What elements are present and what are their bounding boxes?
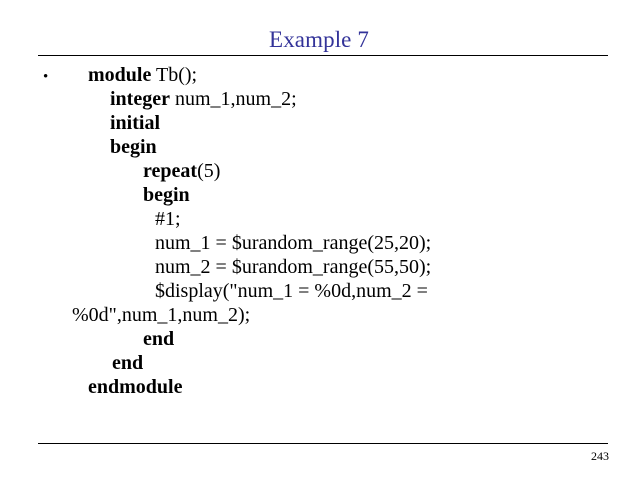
code-line: begin [0,135,638,159]
code-plain: num_1 = $urandom_range(25,20); [155,232,432,254]
code-keyword: endmodule [88,376,183,398]
code-text: begin [110,135,157,159]
page-number: 243 [591,449,609,463]
header-divider [38,55,608,56]
code-plain: Tb(); [151,64,198,86]
code-text: end [143,327,174,351]
code-text: %0d",num_1,num_2); [72,303,250,327]
code-plain: #1; [155,208,181,230]
code-plain: %0d",num_1,num_2); [72,304,251,326]
code-line: end [0,327,638,351]
code-plain: num_2 = $urandom_range(55,50); [155,256,432,278]
code-keyword: end [112,352,144,374]
code-text: $display("num_1 = %0d,num_2 = [155,279,428,303]
code-plain: $display("num_1 = %0d,num_2 = [155,280,428,302]
code-text: num_1 = $urandom_range(25,20); [155,231,431,255]
code-line: initial [0,111,638,135]
code-line: num_2 = $urandom_range(55,50); [0,255,638,279]
page-title: Example 7 [269,27,369,52]
code-plain: num_1,num_2; [169,88,297,110]
code-line: endmodule [0,375,638,399]
code-text: integer num_1,num_2; [110,87,297,111]
code-line: #1; [0,207,638,231]
code-keyword: end [143,328,175,350]
code-line: num_1 = $urandom_range(25,20); [0,231,638,255]
code-block: module Tb();integer num_1,num_2;initialb… [0,63,638,399]
footer-divider [38,443,608,444]
code-text: #1; [155,207,181,231]
code-text: begin [143,183,190,207]
code-text: endmodule [88,375,182,399]
code-keyword: integer [110,88,170,110]
code-text: repeat(5) [143,159,220,183]
code-line: integer num_1,num_2; [0,87,638,111]
code-line: module Tb(); [0,63,638,87]
code-keyword: begin [110,136,157,158]
code-keyword: repeat [143,160,198,182]
code-text: end [112,351,143,375]
code-line: repeat(5) [0,159,638,183]
code-plain: (5) [197,160,221,182]
code-text: num_2 = $urandom_range(55,50); [155,255,431,279]
code-line: begin [0,183,638,207]
code-keyword: initial [110,112,161,134]
code-line: $display("num_1 = %0d,num_2 = [0,279,638,303]
code-keyword: module [88,64,152,86]
code-line: %0d",num_1,num_2); [0,303,638,327]
code-text: module Tb(); [88,63,197,87]
bullet-icon [43,63,53,87]
code-line: end [0,351,638,375]
code-keyword: begin [143,184,190,206]
code-text: initial [110,111,160,135]
